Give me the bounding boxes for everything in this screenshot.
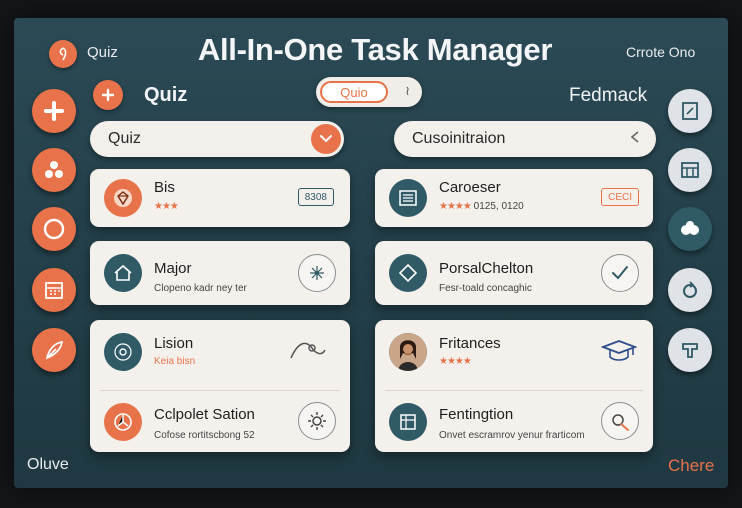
flower-icon [104,333,142,371]
quiz-toggle-pill[interactable]: Quio ≀ [316,77,422,107]
card-group-left: Lision Keia bisn Cclpolet Sation Cofose … [90,320,350,452]
rating-stars: ★★★★ [439,356,472,367]
card-title: PorsalChelton [439,260,534,277]
plus-icon[interactable] [32,89,76,133]
stethoscope-tool-icon[interactable] [601,402,639,440]
chevron-down-icon[interactable] [311,124,341,154]
divider [385,390,643,391]
avatar [389,333,427,371]
card-persal[interactable]: PorsalChelton Fesr-toald concaghic [375,241,653,305]
quiz-section-label: Quiz [144,84,188,106]
gem-icon [104,179,142,217]
customization-value: Cusoinitraion [412,130,506,147]
quiz-select-value: Quiz [108,130,141,147]
pill-aux-icon[interactable]: ≀ [405,83,410,98]
gear-icon[interactable] [298,402,336,440]
quiz-plus-icon[interactable] [93,80,123,110]
feather-icon[interactable] [32,328,76,372]
card-subtitle: Cofose rortitscbong 52 [154,430,255,441]
card-title: Fentingtion [439,406,514,423]
card-title: Bis [154,179,175,196]
card-title: Major [154,260,192,277]
list-icon [389,179,427,217]
check-icon[interactable] [601,254,639,292]
card-caroeser[interactable]: Caroeser ★★★★ 0125, 0120 CECI [375,169,653,227]
station-icon [104,403,142,441]
page-title: All-In-One Task Manager [197,32,553,67]
card-major[interactable]: Major Clopeno kadr ney ter [90,241,350,305]
rating-stars: ★★★ [154,201,179,212]
cluster-icon[interactable] [32,148,76,192]
rating: ★★★ [154,201,179,212]
home-icon [104,254,142,292]
code-badge: 8308 [297,188,334,206]
create-link[interactable]: Crrote Ono [626,44,696,60]
refresh-icon[interactable] [668,268,712,312]
grid-icon[interactable] [668,148,712,192]
share-network-icon[interactable] [298,254,336,292]
calendar-icon[interactable] [32,268,76,312]
rating-stars: ★★★★ [439,201,472,212]
stethoscope-icon[interactable] [288,334,328,369]
card-subtitle: Clopeno kadr ney ter [154,283,247,294]
card-subtitle: Fesr-toald concaghic [439,283,532,294]
share-icon[interactable] [630,130,640,146]
graduation-cap-icon[interactable] [600,338,638,369]
card-subtitle: Keia bisn [154,356,196,367]
document-icon[interactable] [668,89,712,133]
card-title: Caroeser [439,179,501,196]
quiz-select[interactable]: Quiz [90,121,344,157]
card-title: Cclpolet Sation [154,406,255,423]
divider [100,390,340,391]
tag-icon[interactable] [668,328,712,372]
diamond-icon [389,254,427,292]
quiz-logo-icon[interactable] [49,40,77,68]
circle-icon[interactable] [32,207,76,251]
rating: ★★★★ 0125, 0120 [439,201,524,212]
feedback-label[interactable]: Fedmack [569,85,648,106]
card-meta: 0125, 0120 [473,201,524,212]
footer-left-link[interactable]: Oluve [27,456,69,473]
top-left-label[interactable]: Quiz [87,44,118,61]
card-title: Lision [154,335,194,352]
code-badge: CECI [601,188,639,206]
document-folder-icon [389,403,427,441]
card-bis[interactable]: Bis ★★★ 8308 [90,169,350,227]
customization-field[interactable]: Cusoinitraion [394,121,656,157]
quiz-toggle-active[interactable]: Quio [320,81,388,103]
rating: ★★★★ [439,356,472,367]
card-subtitle: Onvet escramrov yenur frarticom [439,430,585,441]
hearts-icon[interactable] [668,207,712,251]
card-group-right: Fritances ★★★★ Fentingtion Onvet escramr… [375,320,653,452]
card-title: Fritances [439,335,501,352]
footer-right-link[interactable]: Chere [668,456,715,475]
